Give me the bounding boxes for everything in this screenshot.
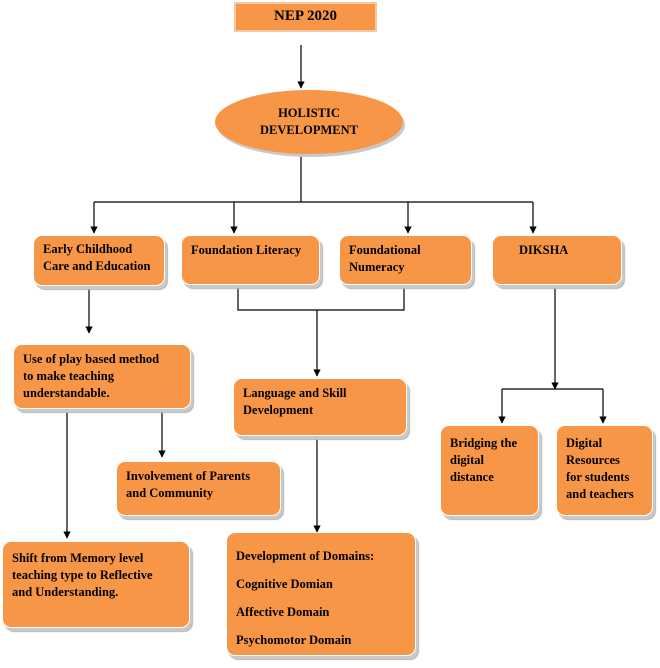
- ecce-line-2: Care and Education: [43, 259, 151, 273]
- play-based-method-box: Use of play based method to make teachin…: [13, 344, 191, 409]
- bridging-line-3: distance: [450, 470, 494, 484]
- bracket-literacy-numeracy: [237, 284, 405, 311]
- bridging-line-1: Bridging the: [450, 436, 518, 450]
- numeracy-line-2: Numeracy: [349, 260, 405, 274]
- play-line-1: Use of play based method: [23, 352, 160, 366]
- language-line-2: Development: [243, 403, 314, 417]
- language-skill-box: Language and Skill Development: [233, 378, 407, 436]
- resources-line-2: Resources: [566, 453, 620, 467]
- domain-item: Cognitive Domian: [236, 577, 333, 591]
- shift-memory-level-box: Shift from Memory level teaching type to…: [2, 541, 190, 628]
- resources-line-3: for students: [566, 470, 630, 484]
- foundation-literacy-box: Foundation Literacy: [181, 235, 320, 285]
- parents-community-box: Involvement of Parents and Community: [116, 461, 281, 516]
- holistic-development-ellipse: HOLISTIC DEVELOPMENT: [215, 90, 403, 154]
- bridging-line-2: digital: [450, 453, 485, 467]
- parents-line-1: Involvement of Parents: [126, 469, 251, 483]
- shift-line-1: Shift from Memory level: [12, 551, 144, 565]
- domain-item: Affective Domain: [236, 605, 330, 619]
- title-box: NEP 2020: [234, 2, 377, 32]
- holistic-line-2: DEVELOPMENT: [260, 123, 358, 137]
- diksha-line-1: DIKSHA: [519, 243, 569, 257]
- foundational-numeracy-box: Foundational Numeracy: [339, 235, 472, 285]
- resources-line-1: Digital: [566, 436, 603, 450]
- numeracy-line-1: Foundational: [349, 243, 421, 257]
- diksha-box: DIKSHA: [492, 235, 622, 285]
- ecce-box: Early Childhood Care and Education: [33, 235, 165, 286]
- digital-resources-box: Digital Resources for students and teach…: [556, 425, 653, 516]
- title-text: NEP 2020: [274, 8, 337, 24]
- bridging-digital-box: Bridging the digital distance: [440, 425, 539, 516]
- shift-line-2: teaching type to Reflective: [12, 568, 153, 582]
- shift-line-3: and Understanding.: [12, 585, 119, 599]
- resources-line-4: and teachers: [566, 487, 634, 501]
- play-line-3: understandable.: [23, 386, 110, 400]
- domains-heading: Development of Domains:: [236, 549, 375, 563]
- holistic-line-1: HOLISTIC: [278, 106, 340, 120]
- ecce-line-1: Early Childhood: [43, 242, 133, 256]
- domain-item: Psychomotor Domain: [236, 633, 352, 647]
- development-of-domains-box: Development of Domains: Cognitive Domian…: [226, 532, 416, 656]
- play-line-2: to make teaching: [23, 369, 114, 383]
- literacy-line-1: Foundation Literacy: [191, 243, 302, 257]
- parents-line-2: and Community: [126, 486, 214, 500]
- language-line-1: Language and Skill: [243, 386, 347, 400]
